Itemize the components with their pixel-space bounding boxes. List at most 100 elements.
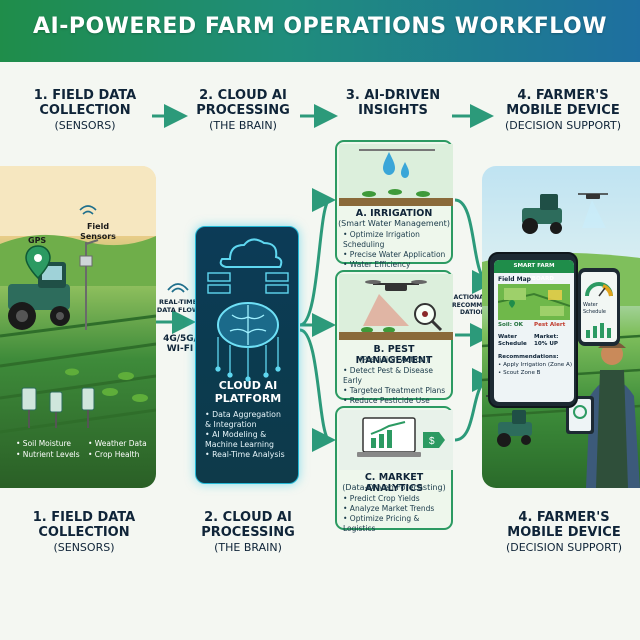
cloud-title-line1: CLOUD AI — [218, 379, 278, 392]
field-bullets-right: • Weather Data • Crop Health — [88, 438, 147, 460]
irrigation-subtitle: (Smart Water Management) — [338, 219, 450, 228]
magnifier-icon — [414, 303, 443, 332]
tractor-icon-bottom — [497, 410, 532, 447]
tractor-icon — [8, 262, 70, 330]
market-bullet-3: • Optimize Pricing & Logistics — [343, 514, 420, 533]
soil-status: Soil: OK — [498, 322, 523, 328]
step-4-line3: (DECISION SUPPORT) — [504, 119, 622, 132]
weather-station-icon — [79, 239, 99, 330]
irrigation-bullet-1: • Optimize Irrigation Scheduling — [343, 230, 420, 249]
pest-bullet-2: • Targeted Treatment Plans — [343, 386, 446, 395]
water-drop-icon — [383, 152, 409, 178]
recommendations-label: Recommendations: — [498, 354, 559, 360]
field-sensors-label: Field Sensors — [80, 222, 116, 241]
step-3-header: 3. AI-DRIVEN INSIGHTS — [338, 88, 448, 118]
market-bullet-2: • Analyze Market Trends — [343, 504, 435, 513]
gps-pin-icon — [25, 245, 51, 280]
server-icon — [207, 272, 289, 294]
bottom-step-1-line3: (SENSORS) — [53, 541, 115, 554]
cloud-title-line2: PLATFORM — [214, 392, 282, 405]
bullet-crop-health: • Crop Health — [88, 450, 140, 459]
irrigation-illustration — [339, 144, 453, 206]
step-3-line1: 3. AI-DRIVEN — [345, 88, 441, 103]
dashboard-header: SMART FARM DASHBOARD — [494, 260, 574, 282]
market-title: C. MARKET ANALYTICS — [364, 472, 424, 494]
field-bullets-left: • Soil Moisture • Nutrient Levels — [16, 438, 80, 460]
market-tile[interactable]: Market: 10% UP — [534, 334, 559, 347]
cloud-bullet-3: • AI Modeling & — [205, 430, 267, 439]
pest-bullet-1: • Detect Pest & Disease Early — [343, 366, 434, 385]
bullet-weather-data: • Weather Data — [88, 439, 147, 448]
phone-screen: SMART FARM DASHBOARD Field Map Soil: OK … — [494, 260, 574, 402]
step-1-line3: (SENSORS) — [54, 119, 116, 132]
cloud-bullet-5: • Real-Time Analysis — [205, 450, 285, 459]
bottom-step-1: 1. FIELD DATA COLLECTION (SENSORS) — [14, 510, 154, 555]
bottom-step-4-line2: MOBILE DEVICE — [507, 525, 621, 540]
step-4-line1: 4. FARMER'S — [517, 88, 609, 103]
arrow-cloud-to-irrigation — [299, 188, 336, 327]
bottom-step-4: 4. FARMER'S MOBILE DEVICE (DECISION SUPP… — [494, 510, 634, 555]
step-4-line2: MOBILE DEVICE — [506, 103, 620, 118]
recommendation-2[interactable]: • Scout Zone B — [498, 370, 541, 376]
market-bullet-1: • Predict Crop Yields — [343, 494, 420, 503]
pest-illustration — [339, 274, 453, 340]
market-subtitle: (Data-Driven Forecasting) — [342, 483, 446, 492]
realtime-data-flow-label: REAL-TIME DATA FLOW — [156, 298, 200, 314]
laptop-chart-icon — [357, 417, 421, 457]
tractor-icon — [522, 194, 562, 234]
step-1-line1: 1. FIELD DATA — [33, 88, 137, 103]
cloud-bullet-1: • Data Aggregation — [205, 410, 281, 419]
insight-card-market: $ C. MARKET ANALYTICS (Data-Driven Forec… — [335, 406, 453, 533]
step-4-header: 4. FARMER'S MOBILE DEVICE (DECISION SUPP… — [496, 88, 630, 133]
price-tag-icon: $ — [423, 432, 445, 448]
small-phone-water-schedule: Water Schedule — [583, 302, 606, 315]
secondary-phone-screen: Water Schedule — [581, 272, 617, 342]
pest-bullets: • Detect Pest & Disease Early • Targeted… — [343, 366, 451, 406]
irrigation-bullets: • Optimize Irrigation Scheduling • Preci… — [343, 230, 451, 270]
cloud-bullet-4: Machine Learning — [205, 440, 274, 449]
market-bullets: • Predict Crop Yields • Analyze Market T… — [343, 494, 451, 534]
bottom-step-4-line3: (DECISION SUPPORT) — [505, 541, 623, 554]
svg-text:$: $ — [429, 436, 435, 447]
pest-subtitle: (Precision Action) — [359, 355, 429, 364]
cloud-bullet-2: & Integration — [205, 420, 257, 429]
step-3-line2: INSIGHTS — [358, 103, 428, 118]
insight-card-pest: B. PEST MANAGEMENT (Precision Action) • … — [335, 270, 453, 405]
irrigation-title: A. IRRIGATION — [355, 208, 433, 219]
pest-alert-badge: Pest Alert — [534, 322, 566, 328]
secondary-phone: Water Schedule — [578, 268, 620, 346]
bottom-step-1-line1: 1. FIELD DATA — [32, 510, 136, 525]
field-map-icon — [498, 284, 570, 320]
network-label: 4G/5G/ WI-FI — [163, 334, 197, 354]
recommendation-1[interactable]: • Apply Irrigation (Zone A) — [498, 362, 573, 368]
cloud-icon — [219, 238, 283, 268]
cloud-bullets: • Data Aggregation & Integration • AI Mo… — [205, 410, 305, 460]
title-banner: AI-POWERED FARM OPERATIONS WORKFLOW — [0, 0, 640, 62]
sprout-icon — [362, 189, 430, 197]
bottom-step-1-line2: COLLECTION — [38, 525, 130, 540]
bullet-soil-moisture: • Soil Moisture — [16, 439, 71, 448]
field-panel: GPS Field Sensors • Soil Moisture • Nutr… — [0, 166, 156, 488]
brain-icon — [217, 302, 279, 348]
step-2-line3: (THE BRAIN) — [209, 119, 277, 132]
signal-icon — [79, 205, 97, 215]
bottom-step-2: 2. CLOUD AI PROCESSING (THE BRAIN) — [186, 510, 310, 555]
bottom-step-4-line1: 4. FARMER'S — [518, 510, 610, 525]
bottom-step-2-line1: 2. CLOUD AI — [204, 510, 292, 525]
pest-bullet-3: • Reduce Pesticide Use — [343, 396, 430, 405]
mini-bar-chart-icon — [586, 323, 611, 338]
step-2-line1: 2. CLOUD AI — [199, 88, 287, 103]
actionable-recommendations-label: ACTIONABLE RECOMMEND- DATIONS — [452, 294, 499, 316]
cloud-ai-panel: CLOUD AI PLATFORM — [195, 226, 299, 484]
field-map-label: Field Map — [498, 276, 531, 283]
bottom-step-2-line3: (THE BRAIN) — [214, 541, 282, 554]
step-1-header: 1. FIELD DATA COLLECTION (SENSORS) — [20, 88, 150, 133]
farmer-icon — [586, 341, 640, 488]
insight-card-irrigation: A. IRRIGATION (Smart Water Management) •… — [335, 140, 453, 269]
step-1-line2: COLLECTION — [39, 103, 131, 118]
water-schedule-tile[interactable]: Water Schedule — [498, 334, 527, 347]
step-2-line2: PROCESSING — [196, 103, 290, 118]
drone-icon — [365, 280, 427, 291]
step-2-header: 2. CLOUD AI PROCESSING (THE BRAIN) — [188, 88, 298, 133]
